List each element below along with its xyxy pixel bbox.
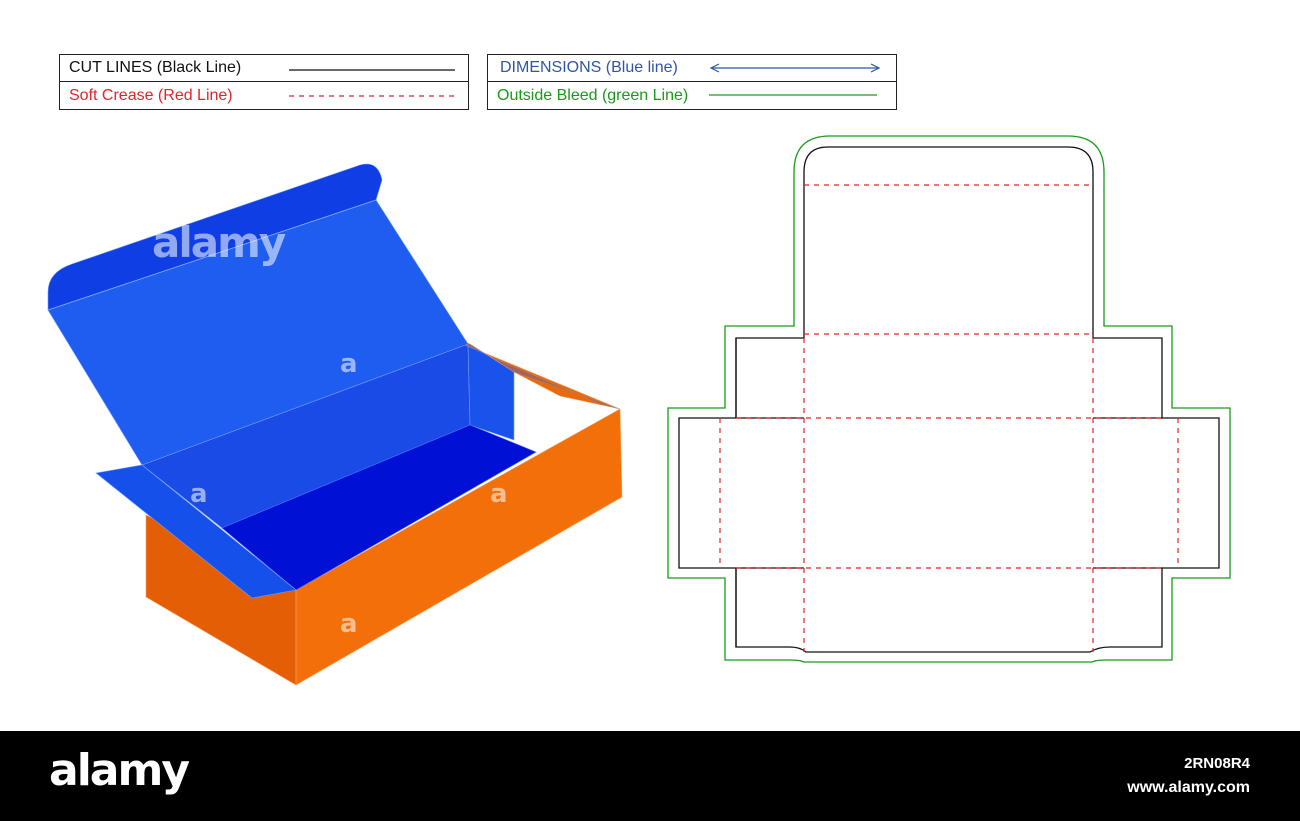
legend-cut-label: CUT LINES (Black Line) <box>69 59 242 76</box>
box-front-wall-outside <box>295 408 623 686</box>
cut-outline <box>678 146 1220 653</box>
box-left-dust-flap <box>95 464 297 599</box>
watermark-letter: a <box>340 609 358 639</box>
watermarks: alamy a a a a <box>152 218 508 639</box>
legend-crease-label: Soft Crease (Red Line) <box>69 86 233 104</box>
footer-image-id: 2RN08R4 <box>1184 755 1250 772</box>
footer-logo: alamy <box>49 745 190 796</box>
legend-cut-swatch <box>289 69 455 71</box>
legend-box-cut-crease: CUT LINES (Black Line) Soft Crease (Red … <box>59 54 469 110</box>
diagram-canvas: alamy a a a a <box>47 135 1231 686</box>
footer-url[interactable]: www.alamy.com <box>1127 779 1250 796</box>
legend-box-dimension-bleed: DIMENSIONS (Blue line) Outside Bleed (gr… <box>487 54 897 110</box>
legend-row-cut: CUT LINES (Black Line) <box>60 55 468 82</box>
box-inside-floor <box>221 424 537 591</box>
footer-bar: alamy 2RN08R4 www.alamy.com <box>0 731 1300 821</box>
legend-row-bleed: Outside Bleed (green Line) <box>488 82 896 109</box>
legend-bleed-label: Outside Bleed (green Line) <box>497 86 689 104</box>
legend-row-dimension: DIMENSIONS (Blue line) <box>488 55 896 82</box>
watermark-letter: a <box>490 479 508 509</box>
legend-row-crease: Soft Crease (Red Line) <box>60 82 468 109</box>
crease-lines <box>719 184 1179 652</box>
legend-dimension-swatch <box>709 63 881 73</box>
watermark-brand-text: alamy <box>152 218 286 267</box>
legend-dimension-label: DIMENSIONS (Blue line) <box>500 59 678 76</box>
legend-crease-swatch <box>289 95 455 97</box>
box-3d-illustration <box>47 163 623 686</box>
legend-bleed-swatch <box>709 94 877 96</box>
box-inside-right-wall <box>467 343 515 441</box>
bleed-outline <box>667 135 1231 663</box>
watermark-letter: a <box>190 479 208 509</box>
dieline-diagram <box>667 135 1231 663</box>
box-lid-tuck-flap <box>47 163 383 311</box>
watermark-letter: a <box>340 349 358 379</box>
